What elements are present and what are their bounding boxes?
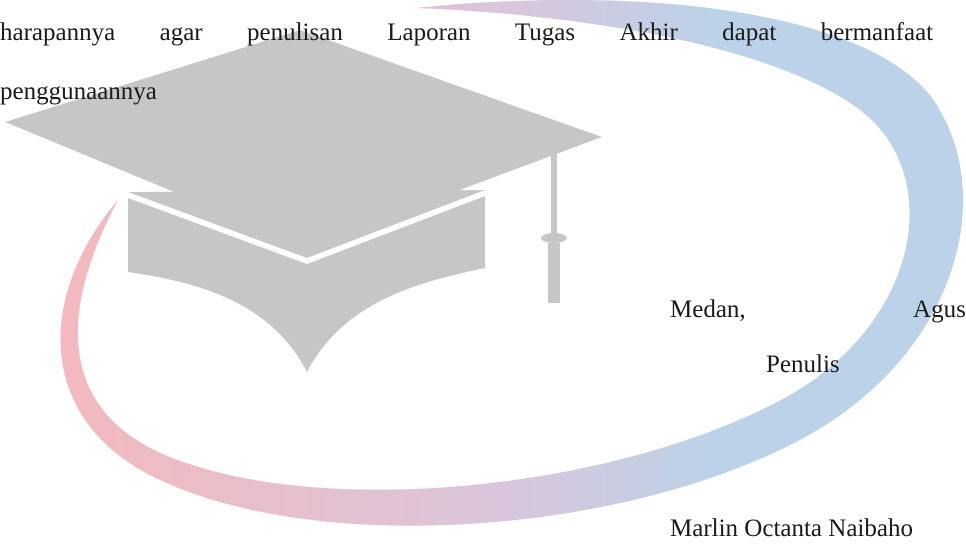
word: Tugas [514,19,576,46]
closing-paragraph-line-1: harapannya agar penulisan Laporan Tugas … [0,18,966,48]
signature-place: Medan, [670,296,746,323]
swoosh-ring-icon [60,0,964,526]
word: agar [159,19,203,46]
graduation-cap-icon [5,30,602,372]
signature-name: Marlin Octanta Naibaho [670,515,913,542]
word: bermanfaat [820,19,934,46]
signature-month: Agustus [913,296,966,323]
word: penulisan [247,19,343,46]
closing-paragraph-line-2: penggunaannya [0,78,157,105]
signature-role: Penulis [766,351,840,378]
word: Akhir [619,19,678,46]
word: harapannya [0,19,116,46]
signature-place-date: Medan, Agustus [670,295,966,325]
word: Laporan [387,19,471,46]
word: dapat [722,19,777,46]
